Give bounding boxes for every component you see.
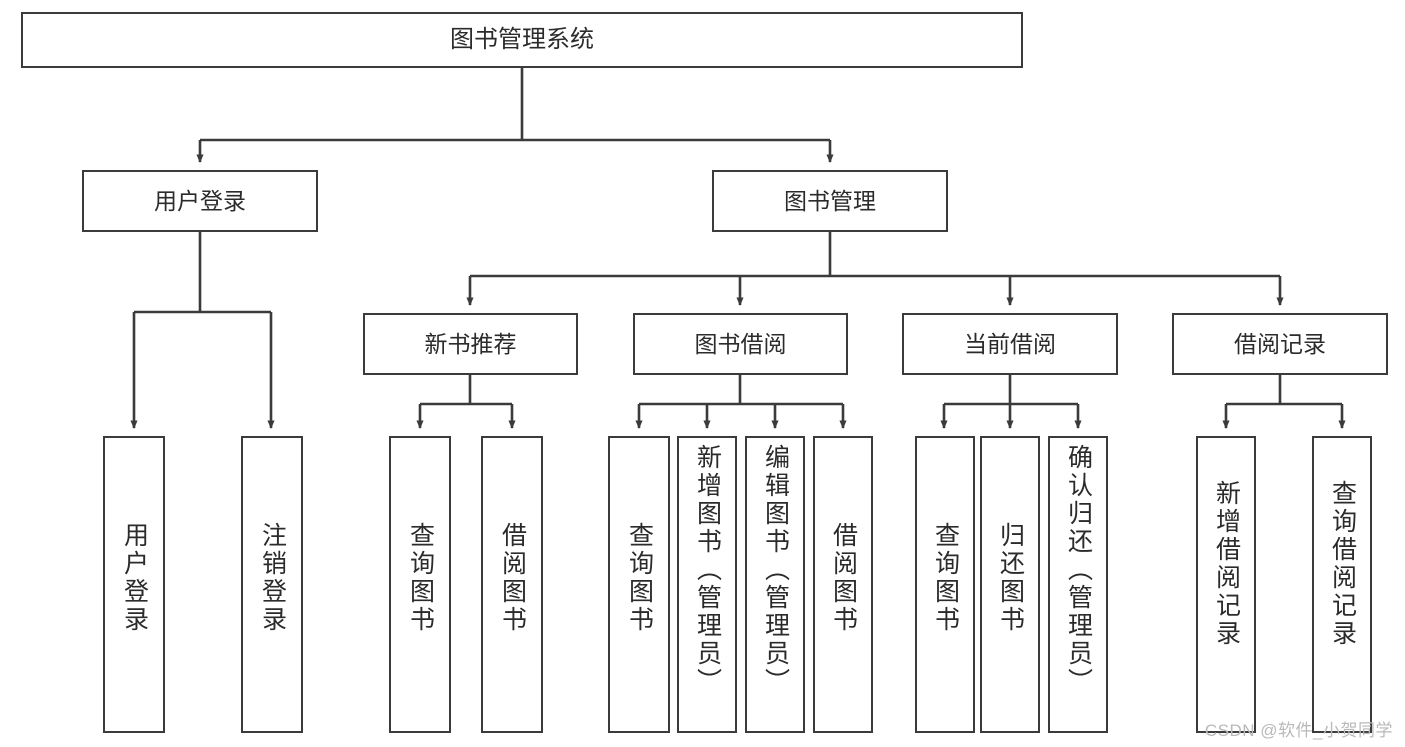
node-label: 确认归还（管理员） [1064,444,1093,696]
node-leaf-add-book-admin[interactable]: 新增图书（管理员） [677,436,737,733]
node-label: 新增图书（管理员） [693,444,722,696]
node-label: 查询图书 [931,522,960,634]
node-label: 新增借阅记录 [1212,480,1241,648]
node-leaf-return-book[interactable]: 归还图书 [980,436,1040,733]
node-leaf-query-book-recommend[interactable]: 查询图书 [389,436,451,733]
node-new-book-recommend[interactable]: 新书推荐 [363,313,578,375]
node-leaf-query-book-current[interactable]: 查询图书 [915,436,975,733]
node-user-login[interactable]: 用户登录 [82,170,318,232]
node-label: 新书推荐 [424,330,517,357]
node-label: 用户登录 [154,187,246,214]
node-borrow-record[interactable]: 借阅记录 [1172,313,1388,375]
node-label: 注销登录 [258,522,287,634]
node-label: 用户登录 [120,522,149,634]
node-label: 图书管理 [784,187,876,214]
node-label: 归还图书 [996,522,1025,634]
node-label: 借阅图书 [498,522,527,634]
node-current-borrow[interactable]: 当前借阅 [902,313,1118,375]
node-label: 编辑图书（管理员） [761,444,790,696]
node-leaf-confirm-return-admin[interactable]: 确认归还（管理员） [1048,436,1108,733]
node-book-borrow[interactable]: 图书借阅 [633,313,848,375]
node-root-system[interactable]: 图书管理系统 [21,12,1023,68]
node-leaf-user-login[interactable]: 用户登录 [103,436,165,733]
node-book-management[interactable]: 图书管理 [712,170,948,232]
watermark: CSDN @软件_小贺同学 [1204,721,1393,740]
node-leaf-logout[interactable]: 注销登录 [241,436,303,733]
node-label: 图书管理系统 [450,26,594,54]
node-label: 借阅记录 [1234,330,1326,357]
node-label: 当前借阅 [964,330,1056,357]
node-leaf-borrow-book-recommend[interactable]: 借阅图书 [481,436,543,733]
node-leaf-query-borrow-record[interactable]: 查询借阅记录 [1312,436,1372,733]
node-label: 借阅图书 [829,522,858,634]
node-label: 查询图书 [406,522,435,634]
node-label: 查询图书 [625,522,654,634]
node-label: 图书借阅 [694,330,787,357]
node-leaf-edit-book-admin[interactable]: 编辑图书（管理员） [745,436,805,733]
node-label: 查询借阅记录 [1328,480,1357,648]
node-leaf-borrow-book[interactable]: 借阅图书 [813,436,873,733]
node-leaf-add-borrow-record[interactable]: 新增借阅记录 [1196,436,1256,733]
node-leaf-query-book-borrow[interactable]: 查询图书 [608,436,670,733]
